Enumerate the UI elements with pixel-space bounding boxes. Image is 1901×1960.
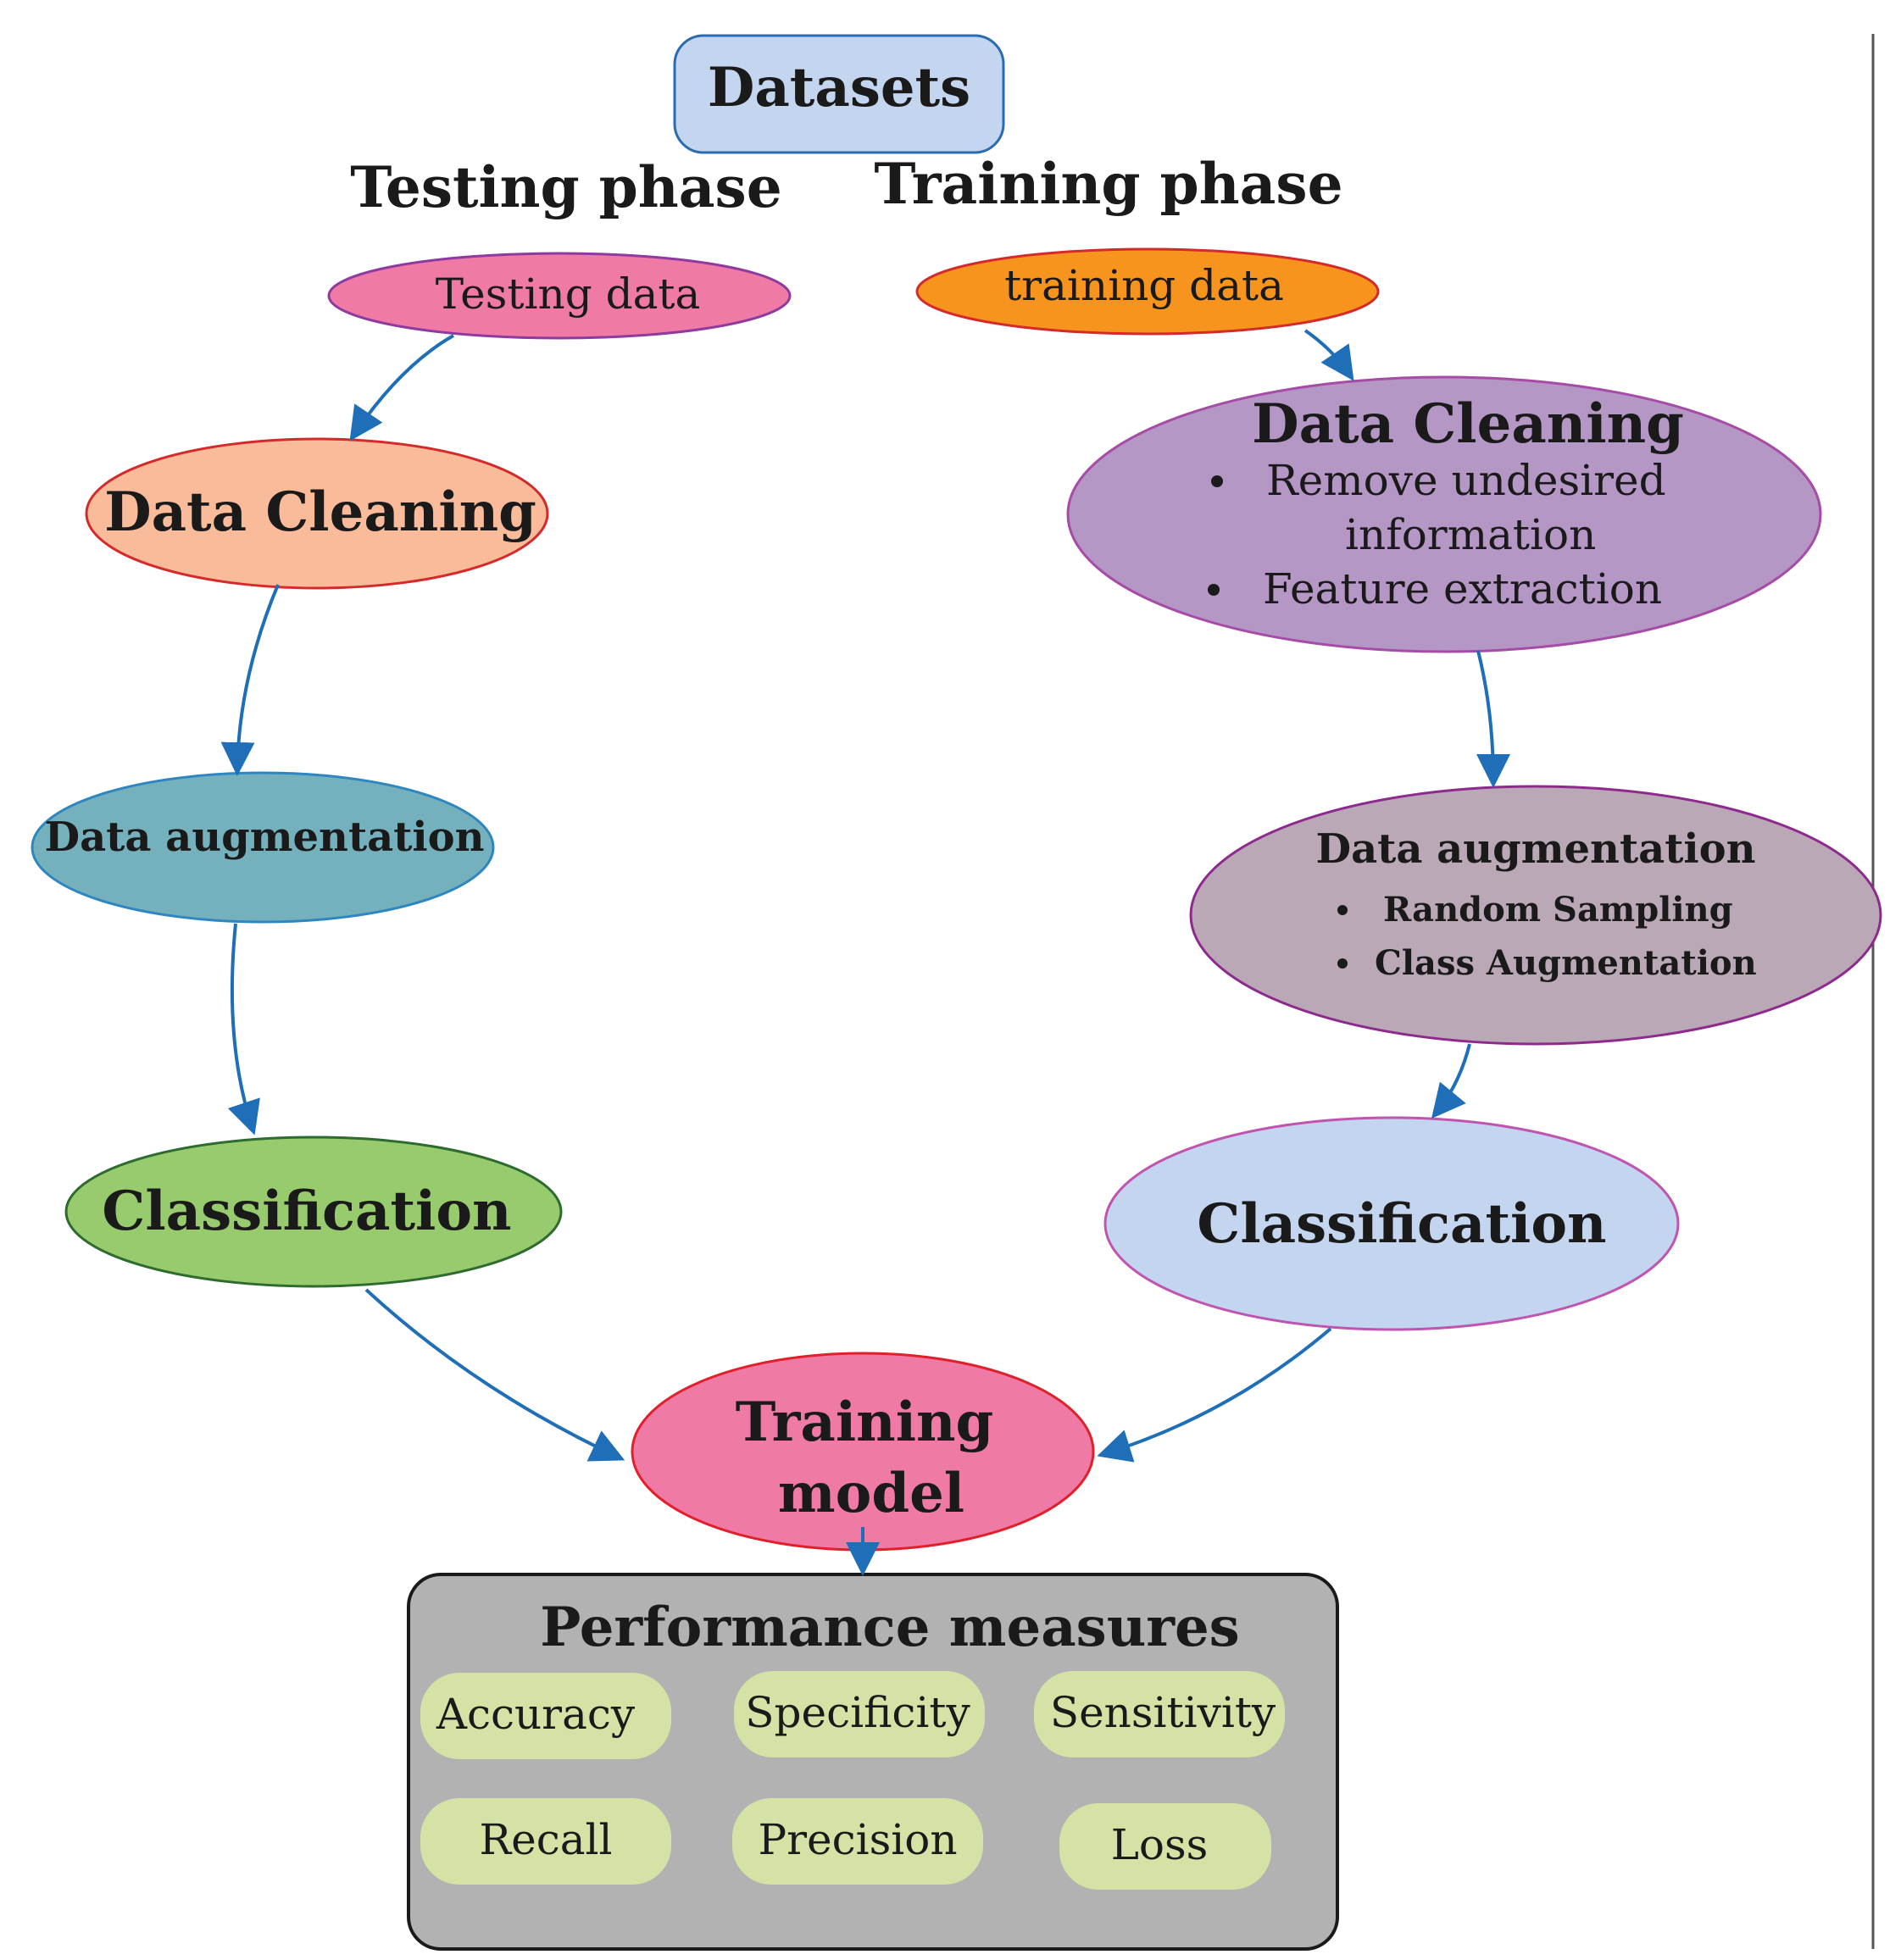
train-data-cleaning-node [1066, 375, 1822, 653]
training-data-label: training data [1004, 261, 1284, 310]
metric-specificity-label: Specificity [745, 1688, 970, 1737]
train-data-augmentation-title: Data augmentation [1315, 825, 1755, 873]
arrow-training-data-to-cleaning [1303, 329, 1354, 381]
test-classification-node [64, 1135, 563, 1288]
train-classification-label: Classification [1197, 1192, 1606, 1256]
test-data-augmentation-label: Data augmentation [44, 813, 484, 861]
arrow-train-augmentation-to-classification [1431, 1043, 1471, 1119]
metric-accuracy [420, 1673, 671, 1759]
arrow-test-augmentation-to-classification [227, 923, 260, 1135]
metric-specificity [734, 1671, 985, 1757]
bullet-icon [1211, 475, 1223, 487]
metric-sensitivity-label: Sensitivity [1050, 1688, 1276, 1737]
testing-data-node [327, 252, 792, 340]
bullet-icon [1208, 584, 1220, 596]
metric-loss-label: Loss [1111, 1820, 1209, 1869]
test-classification-label: Classification [102, 1180, 511, 1243]
train-data-cleaning-title: Data Cleaning [1252, 392, 1684, 456]
metric-accuracy-label: Accuracy [436, 1690, 636, 1739]
metric-loss [1059, 1803, 1271, 1890]
performance-measures-title: Performance measures [540, 1596, 1239, 1659]
test-data-augmentation-node [31, 771, 495, 924]
metric-sensitivity [1034, 1671, 1285, 1757]
datasets-box [673, 34, 1005, 154]
metric-recall-label: Recall [479, 1815, 612, 1864]
train-augmentation-item-random: Random Sampling [1383, 890, 1733, 930]
train-augmentation-item-class: Class Augmentation [1375, 943, 1757, 983]
training-model-label-line1: Training [736, 1391, 994, 1454]
arrow-test-cleaning-to-augmentation [220, 584, 280, 776]
metric-recall [420, 1798, 671, 1885]
train-data-augmentation-node [1189, 785, 1882, 1046]
metric-precision-label: Precision [758, 1815, 957, 1864]
arrow-test-classification-to-model [364, 1288, 625, 1462]
train-cleaning-item-remove: Remove undesired [1266, 456, 1666, 505]
arrow-train-cleaning-to-augmentation [1476, 650, 1510, 788]
train-cleaning-item-feature: Feature extraction [1263, 564, 1662, 614]
test-data-cleaning-label: Data Cleaning [104, 480, 536, 544]
train-cleaning-item-information: information [1345, 510, 1596, 559]
train-classification-node [1103, 1116, 1680, 1331]
training-model-label-line2: model [778, 1462, 964, 1525]
flow-arrows [220, 329, 1510, 1576]
testing-data-label: Testing data [436, 269, 701, 319]
bullet-icon [1337, 905, 1348, 915]
test-data-cleaning-node [85, 437, 549, 590]
datasets-label: Datasets [708, 56, 970, 119]
metric-precision [732, 1798, 983, 1885]
training-data-node [915, 247, 1380, 336]
testing-phase-heading: Testing phase [350, 154, 781, 220]
arrow-testing-data-to-cleaning [349, 334, 454, 441]
training-phase-heading: Training phase [874, 151, 1342, 217]
bullet-icon [1337, 958, 1348, 969]
arrow-train-classification-to-model [1097, 1327, 1332, 1463]
